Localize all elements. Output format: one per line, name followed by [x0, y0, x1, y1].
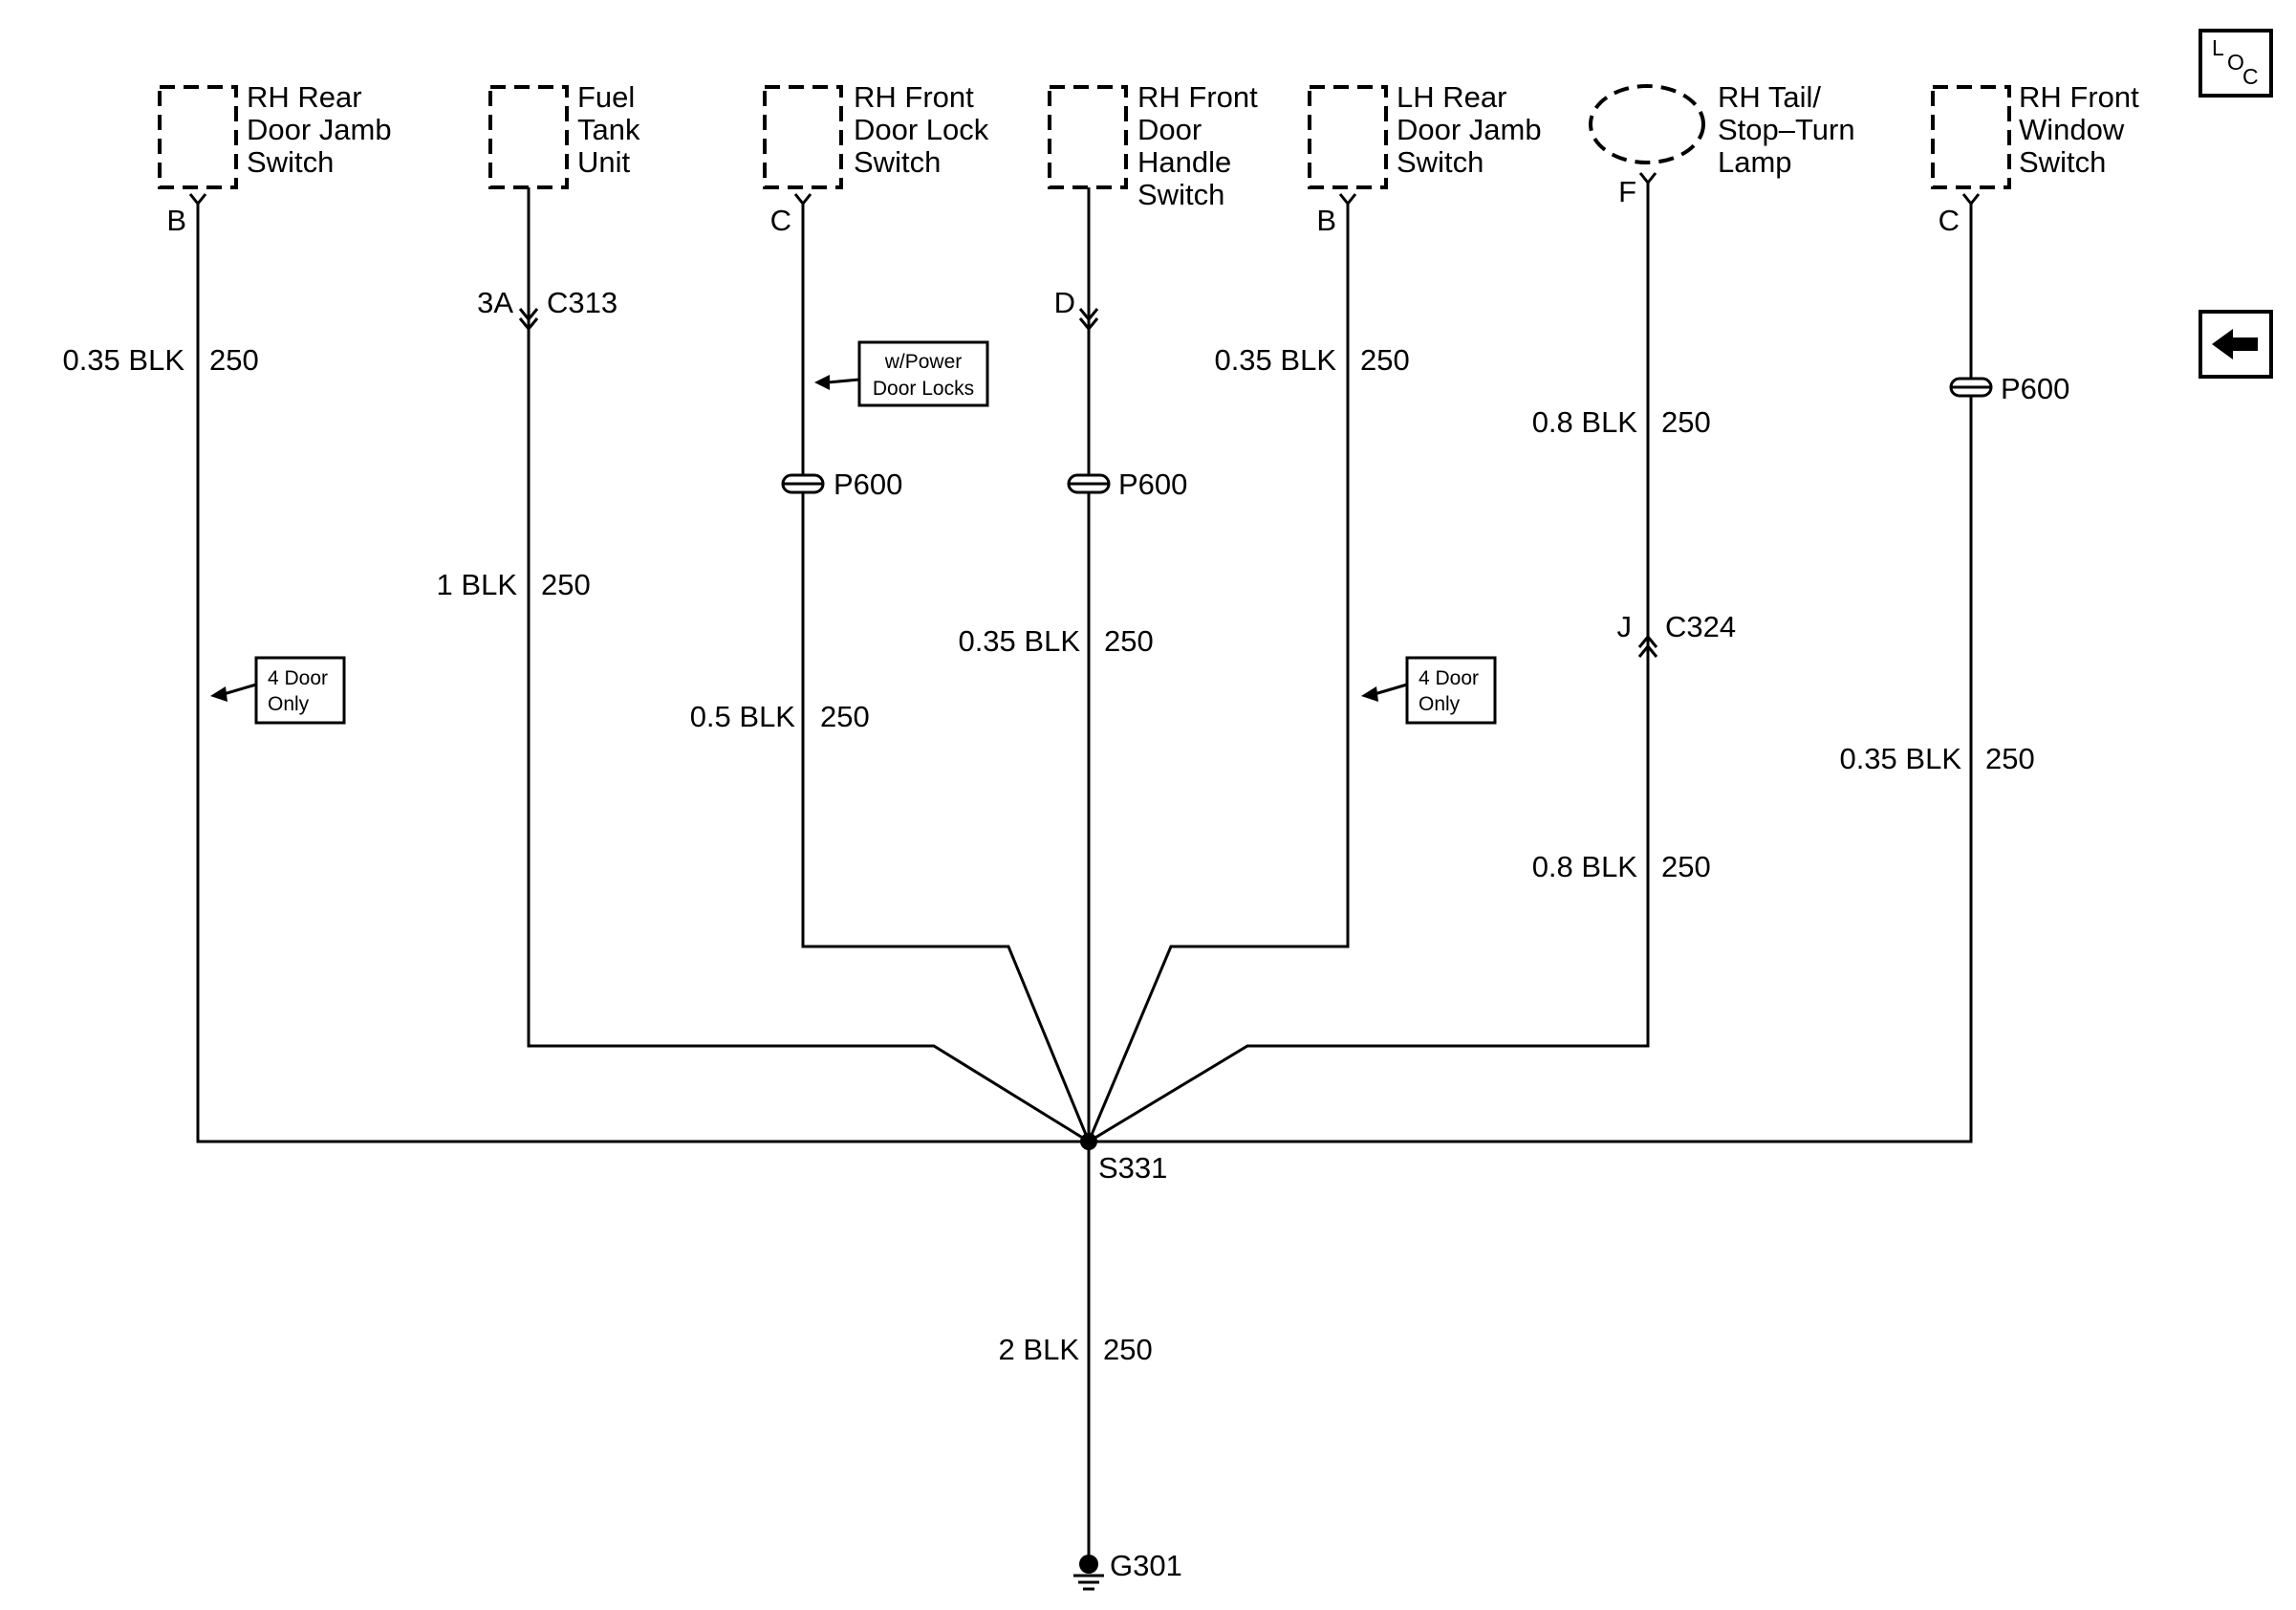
svg-text:O: O: [2227, 50, 2244, 75]
arrow-left-icon: [210, 686, 227, 702]
rh-rear-door-jamb-switch-label: RH Rear Door Jamb Switch: [247, 80, 400, 179]
wire-circuit-label: 250: [1360, 343, 1410, 377]
wire-gauge-label: 2 BLK: [999, 1333, 1080, 1366]
wire-circuit-label: 250: [1661, 405, 1711, 439]
pin-terminal: [1638, 172, 1657, 185]
wire-gauge-label: 0.8 BLK: [1532, 405, 1638, 439]
svg-text:Door Locks: Door Locks: [873, 378, 974, 400]
wire-rh-rear-door-jamb: [196, 204, 1089, 1143]
rh-front-door-handle-switch-symbol: [1048, 85, 1128, 189]
connector-c313-pin: 3A: [477, 286, 513, 319]
rh-front-door-lock-switch-symbol: [763, 85, 843, 189]
splice-point: [1080, 1133, 1097, 1150]
connector-d-symbol: [1078, 308, 1099, 332]
lh-rear-door-jamb-switch-label: LH Rear Door Jamb Switch: [1397, 80, 1549, 179]
wire-gauge-label: 1 BLK: [437, 568, 518, 601]
wire-circuit-label: 250: [1103, 1333, 1153, 1366]
wire-rh-tail-lamp: [1088, 183, 1650, 1143]
svg-text:4 Door: 4 Door: [1419, 667, 1479, 689]
left-arrow-icon: [2212, 329, 2258, 359]
arrow-left-icon: [1361, 686, 1378, 702]
connector-p600-symbol: [1949, 377, 1993, 398]
wire-gauge-label: 0.5 BLK: [690, 700, 796, 733]
connector-c313-symbol: [518, 308, 539, 332]
pin-b-label: B: [166, 204, 186, 237]
connector-p600-label: P600: [834, 468, 902, 501]
connector-d-pin: D: [1054, 286, 1075, 319]
pin-f-label: F: [1618, 175, 1636, 208]
connector-p600-symbol: [1067, 473, 1111, 494]
wire-fuel-tank-unit: [527, 187, 1090, 1143]
rh-front-window-switch-symbol: [1931, 85, 2011, 189]
svg-text:4 Door: 4 Door: [268, 667, 328, 689]
wire-lh-rear-door-jamb: [1087, 204, 1350, 1142]
pin-b-label: B: [1316, 204, 1336, 237]
fuel-tank-unit-label: Fuel Tank Unit: [577, 80, 648, 179]
wire-rh-front-door-lock: [801, 204, 1091, 1142]
splice-label: S331: [1098, 1151, 1167, 1185]
connector-c324-symbol: [1637, 634, 1658, 658]
pin-terminal: [1961, 193, 1981, 207]
rh-front-door-handle-switch-label: RH Front Door Handle Switch: [1137, 80, 1266, 211]
connector-p600-label: P600: [2001, 372, 2069, 405]
connector-c324-label: C324: [1665, 610, 1736, 643]
note-power-door-locks: w/Power Door Locks: [814, 340, 989, 407]
rh-tail-stop-turn-lamp-symbol: [1589, 84, 1705, 164]
rh-front-window-switch-label: RH Front Window Switch: [2019, 80, 2147, 179]
connector-p600-symbol: [781, 473, 825, 494]
svg-text:Only: Only: [268, 693, 310, 715]
wire-rh-front-window: [1089, 204, 1973, 1143]
fuel-tank-unit-symbol: [488, 85, 569, 189]
connector-c324-pin: J: [1617, 610, 1633, 643]
wire-circuit-label: 250: [1985, 742, 2035, 775]
rh-tail-stop-turn-lamp-label: RH Tail/ Stop–Turn Lamp: [1718, 80, 1863, 179]
ground-label: G301: [1110, 1549, 1182, 1582]
wire-gauge-label: 0.35 BLK: [1214, 343, 1336, 377]
wire-circuit-label: 250: [1104, 624, 1154, 658]
wire-circuit-label: 250: [209, 343, 259, 377]
pin-terminal: [1338, 193, 1357, 207]
note-4-door-only: 4 Door Only: [1361, 656, 1497, 725]
svg-text:C: C: [2242, 64, 2259, 89]
wire-circuit-label: 250: [1661, 850, 1711, 883]
rh-rear-door-jamb-switch-symbol: [158, 85, 238, 189]
rh-front-door-lock-switch-label: RH Front Door Lock Switch: [854, 80, 997, 179]
svg-text:w/Power: w/Power: [884, 351, 963, 373]
pin-terminal: [188, 193, 207, 207]
note-4-door-only: 4 Door Only: [210, 656, 346, 725]
svg-text:L: L: [2212, 35, 2224, 60]
pin-c-label: C: [1939, 204, 1960, 237]
wire-gauge-label: 0.35 BLK: [62, 343, 184, 377]
loc-button[interactable]: L O C: [2199, 29, 2273, 98]
arrow-left-icon: [814, 375, 830, 390]
wire-gauge-label: 0.8 BLK: [1532, 850, 1638, 883]
ground-symbol: [1073, 1555, 1104, 1591]
wire-gauge-label: 0.35 BLK: [1839, 742, 1961, 775]
lh-rear-door-jamb-switch-symbol: [1308, 85, 1388, 189]
pin-c-label: C: [770, 204, 791, 237]
back-button[interactable]: [2199, 310, 2273, 379]
wire-circuit-label: 250: [820, 700, 870, 733]
pin-terminal: [793, 193, 812, 207]
svg-text:Only: Only: [1419, 693, 1461, 715]
wire-circuit-label: 250: [541, 568, 591, 601]
wire-gauge-label: 0.35 BLK: [958, 624, 1080, 658]
connector-p600-label: P600: [1118, 468, 1187, 501]
connector-c313-label: C313: [547, 286, 617, 319]
